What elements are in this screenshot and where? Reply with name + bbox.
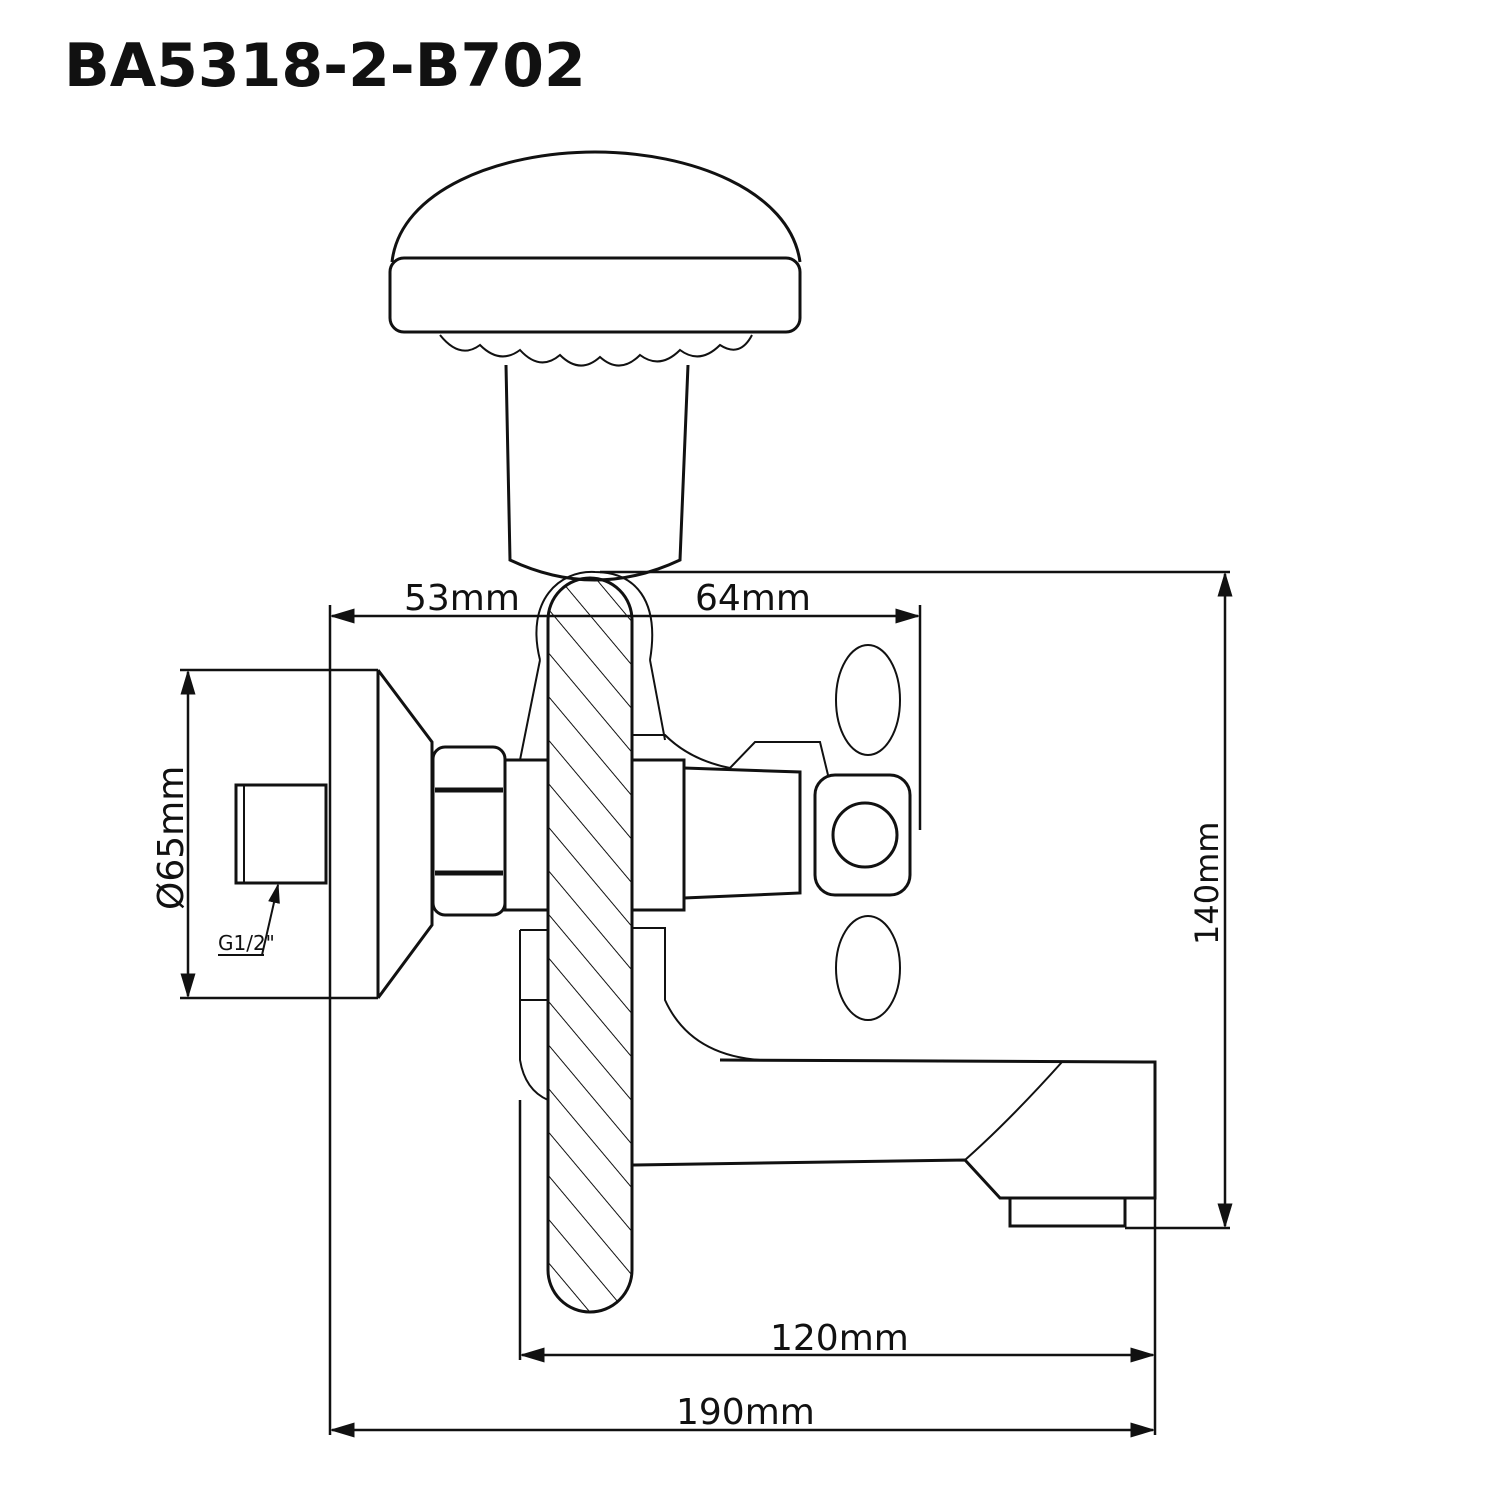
shower-head bbox=[388, 150, 802, 582]
dim-diameter-65mm: Ø65mm bbox=[151, 766, 192, 910]
dim-53mm: 53mm bbox=[404, 578, 520, 619]
dim-140mm: 140mm bbox=[1188, 822, 1226, 945]
dim-120mm: 120mm bbox=[770, 1318, 909, 1359]
drawing-title: BA5318-2-B702 bbox=[64, 31, 586, 101]
dimensions bbox=[180, 570, 1233, 1438]
hex-nut bbox=[431, 745, 550, 917]
valve-body bbox=[519, 644, 912, 1101]
spout bbox=[631, 1058, 1157, 1228]
dim-190mm: 190mm bbox=[676, 1392, 815, 1433]
dim-64mm: 64mm bbox=[695, 578, 811, 619]
hand-shower-handle bbox=[519, 570, 666, 1314]
dim-thread: G1/2" bbox=[218, 931, 275, 955]
